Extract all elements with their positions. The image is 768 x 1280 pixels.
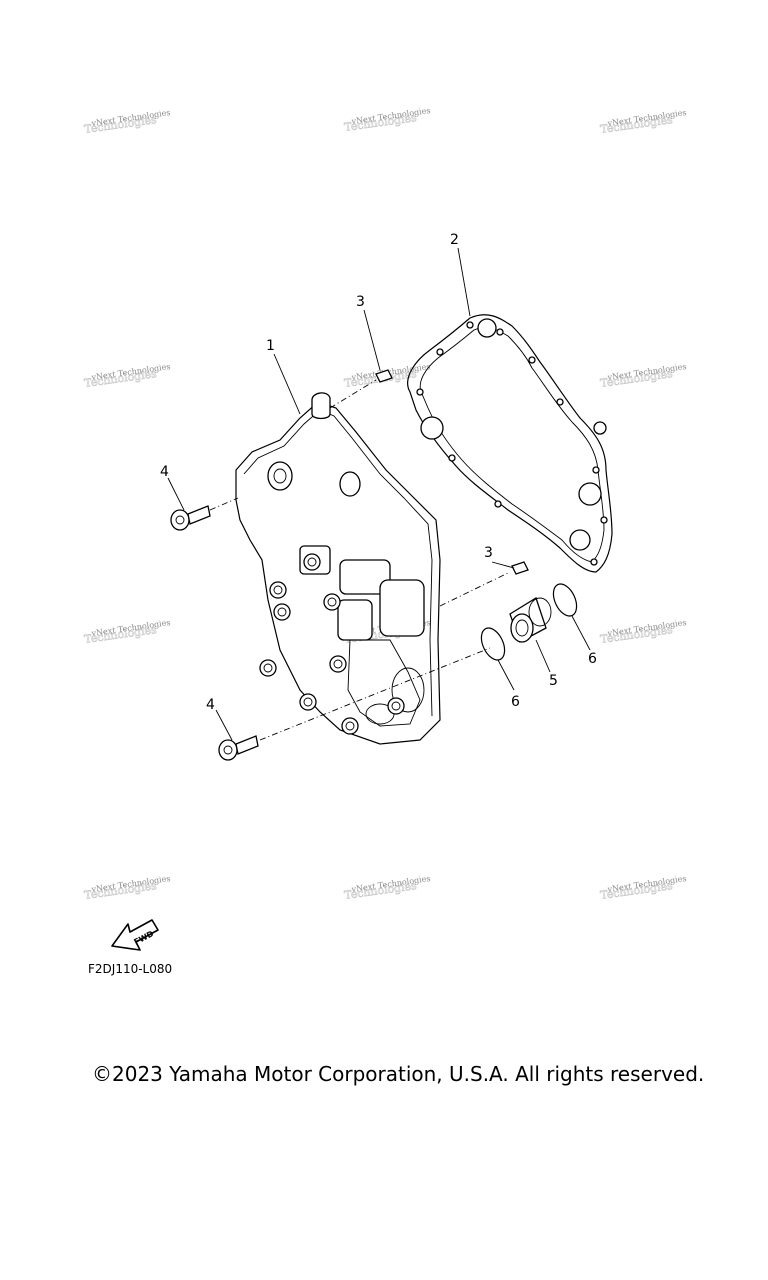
part-6-o-ring-right[interactable] bbox=[549, 580, 581, 619]
watermark-grid: Technologies vNext Technologies Technolo… bbox=[83, 106, 687, 902]
watermark: Technologies vNext Technologies bbox=[343, 106, 431, 134]
bolt-head-icon bbox=[323, 593, 341, 611]
copyright-notice: ©2023 Yamaha Motor Corporation, U.S.A. A… bbox=[92, 1062, 705, 1086]
bolt-head-icon bbox=[273, 603, 291, 621]
callout-6-lower[interactable]: 6 bbox=[511, 694, 520, 710]
watermark: Technologies vNext Technologies bbox=[83, 618, 171, 646]
callout-3-upper[interactable]: 3 bbox=[356, 294, 365, 310]
alignment-lines bbox=[209, 379, 511, 741]
part-3-dowel-lower[interactable] bbox=[511, 561, 529, 575]
part-1-cover[interactable] bbox=[235, 392, 441, 745]
bolt-head-icon bbox=[269, 581, 287, 599]
bolt-head-icon bbox=[329, 655, 347, 673]
watermark: Technologies vNext Technologies bbox=[599, 618, 687, 646]
callout-labels: 1 2 3 3 4 4 5 6 6 bbox=[160, 232, 597, 713]
part-6-o-ring-left[interactable] bbox=[477, 624, 509, 663]
watermark: Technologies vNext Technologies bbox=[83, 874, 171, 902]
watermark: Technologies vNext Technologies bbox=[83, 108, 171, 136]
part-2-gasket[interactable] bbox=[407, 314, 613, 573]
part-3-dowel-upper[interactable] bbox=[375, 369, 393, 383]
part-5-collar[interactable] bbox=[509, 597, 552, 643]
watermark: Technologies vNext Technologies bbox=[343, 874, 431, 902]
callout-4-upper[interactable]: 4 bbox=[160, 464, 169, 480]
figure-code: F2DJ110-L080 bbox=[88, 962, 173, 976]
fwd-arrow-icon: FWD bbox=[111, 919, 159, 951]
part-4-bolt-lower[interactable] bbox=[218, 735, 259, 761]
bolt-head-icon bbox=[299, 693, 317, 711]
watermark: Technologies vNext Technologies bbox=[83, 362, 171, 390]
part-4-bolt-upper[interactable] bbox=[170, 505, 211, 531]
callout-6-upper[interactable]: 6 bbox=[588, 651, 597, 667]
bolt-head-icon bbox=[387, 697, 405, 715]
cover-bolts bbox=[259, 553, 405, 735]
bolt-head-icon bbox=[341, 717, 359, 735]
bolt-head-icon bbox=[259, 659, 277, 677]
callout-5[interactable]: 5 bbox=[549, 673, 558, 689]
bolt-head-icon bbox=[303, 553, 321, 571]
callout-4-lower[interactable]: 4 bbox=[206, 697, 215, 713]
callout-2[interactable]: 2 bbox=[450, 232, 459, 248]
watermark: Technologies vNext Technologies bbox=[599, 362, 687, 390]
watermark: Technologies vNext Technologies bbox=[599, 874, 687, 902]
leader-lines bbox=[167, 247, 591, 741]
watermark: Technologies vNext Technologies bbox=[599, 108, 687, 136]
callout-1[interactable]: 1 bbox=[266, 338, 275, 354]
callout-3-lower[interactable]: 3 bbox=[484, 545, 493, 561]
